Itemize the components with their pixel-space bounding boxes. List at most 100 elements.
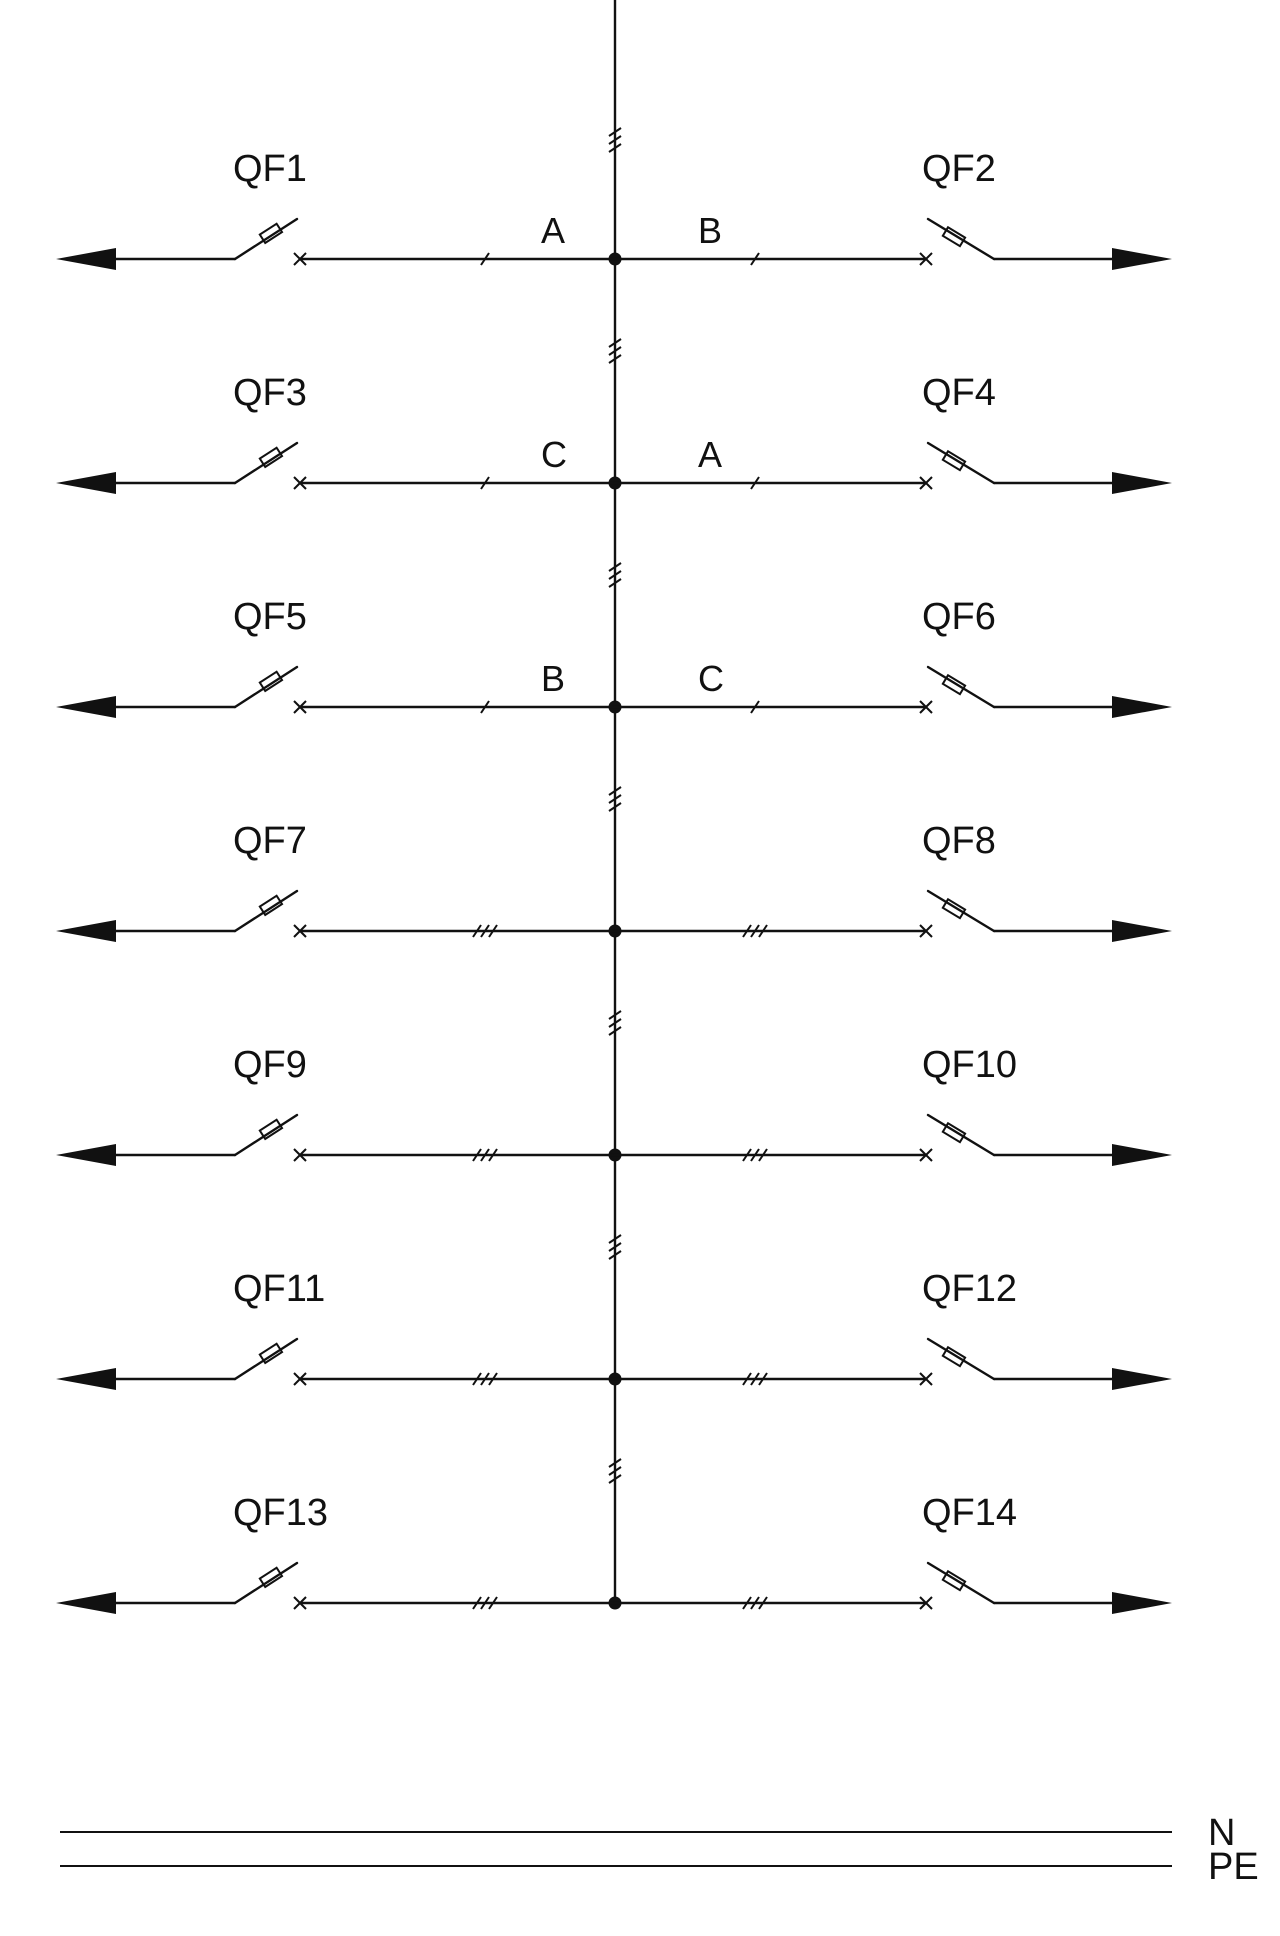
breaker-blade [233, 889, 299, 933]
outgoing-arrow-icon [56, 248, 116, 270]
outgoing-arrow-icon [1112, 1368, 1172, 1390]
tick-mark [750, 1372, 760, 1386]
tick-mark [608, 1474, 622, 1484]
conductor-mark [750, 476, 760, 490]
tick-mark [608, 127, 622, 137]
phase-label: B [541, 658, 565, 699]
tick-mark [472, 924, 482, 938]
conductor-mark [742, 1372, 768, 1386]
tick-mark [750, 1148, 760, 1162]
breaker-trip-box-icon [258, 1118, 284, 1141]
tick-mark [480, 1596, 490, 1610]
breaker-blade [926, 665, 996, 709]
breaker-blade [233, 1337, 299, 1381]
conductor-mark [472, 1148, 498, 1162]
breaker-label: QF11 [233, 1268, 325, 1310]
tick-mark [758, 1596, 768, 1610]
conductor-mark [742, 1148, 768, 1162]
feeder-row: QF9 QF10 [56, 1044, 1172, 1166]
tick-mark [608, 802, 622, 812]
feeder-right: QF10 [613, 1044, 1172, 1166]
tick-mark [742, 924, 752, 938]
tick-mark [758, 924, 768, 938]
conductor-mark [742, 1596, 768, 1610]
tick-mark [608, 570, 622, 580]
tick-mark [750, 924, 760, 938]
tick-mark [480, 700, 490, 714]
breaker-blade [926, 217, 996, 261]
breaker-trip-box-icon [941, 1569, 967, 1592]
tick-mark [758, 1148, 768, 1162]
tick-mark [608, 143, 622, 153]
breaker-blade [233, 441, 299, 485]
conductor-mark [480, 476, 490, 490]
breaker-trip-box-icon [941, 1345, 967, 1368]
tick-mark [488, 1148, 498, 1162]
tick-mark [750, 700, 760, 714]
breaker-label: QF10 [922, 1044, 1017, 1086]
tick-mark [608, 786, 622, 796]
tick-mark [608, 135, 622, 145]
conductor-mark [742, 924, 768, 938]
conductor-label: PE [1208, 1846, 1259, 1888]
bus-conductor-mark [608, 338, 622, 364]
breaker-trip-box-icon [941, 449, 967, 472]
outgoing-arrow-icon [1112, 696, 1172, 718]
main-bus [608, 0, 622, 1605]
tick-mark [608, 578, 622, 588]
tick-mark [742, 1596, 752, 1610]
conductor-mark [472, 1372, 498, 1386]
bus-conductor-mark [608, 1010, 622, 1036]
breaker-blade [926, 1113, 996, 1157]
breaker-label: QF8 [922, 820, 996, 862]
breaker-trip-box-icon [941, 897, 967, 920]
tick-mark [472, 1372, 482, 1386]
tick-mark [608, 1026, 622, 1036]
breaker-label: QF9 [233, 1044, 307, 1086]
feeder-right: QF12 [613, 1268, 1172, 1390]
phase-label: A [541, 210, 565, 251]
conductor-mark [472, 1596, 498, 1610]
breaker-label: QF6 [922, 596, 996, 638]
tick-mark [608, 562, 622, 572]
breaker-label: QF3 [233, 372, 307, 414]
conductor-line-n: N [60, 1812, 1235, 1854]
breaker-blade [233, 1113, 299, 1157]
breaker-trip-box-icon [258, 446, 284, 469]
outgoing-arrow-icon [56, 472, 116, 494]
tick-mark [608, 794, 622, 804]
conductor-line-pe: PE [60, 1846, 1259, 1888]
tick-mark [608, 1242, 622, 1252]
tick-mark [742, 1148, 752, 1162]
breaker-label: QF1 [233, 148, 307, 190]
breaker-label: QF14 [922, 1492, 1017, 1534]
breaker-blade [926, 889, 996, 933]
tick-mark [608, 1010, 622, 1020]
tick-mark [472, 1596, 482, 1610]
breaker-blade [233, 665, 299, 709]
feeder-left: QF9 [56, 1044, 617, 1166]
outgoing-arrow-icon [1112, 248, 1172, 270]
tick-mark [608, 1250, 622, 1260]
bus-conductor-mark [608, 1234, 622, 1260]
breaker-trip-box-icon [941, 1121, 967, 1144]
breaker-trip-box-icon [258, 670, 284, 693]
tick-mark [488, 1596, 498, 1610]
tick-mark [488, 1372, 498, 1386]
feeder-right: QF8 [613, 820, 1172, 942]
conductor-mark [750, 252, 760, 266]
outgoing-arrow-icon [56, 1368, 116, 1390]
outgoing-arrow-icon [1112, 1592, 1172, 1614]
bus-conductor-mark [608, 1458, 622, 1484]
outgoing-arrow-icon [1112, 472, 1172, 494]
feeder-row: QF13 QF14 [56, 1492, 1172, 1614]
breaker-label: QF13 [233, 1492, 328, 1534]
conductor-label: N [1208, 1812, 1235, 1854]
